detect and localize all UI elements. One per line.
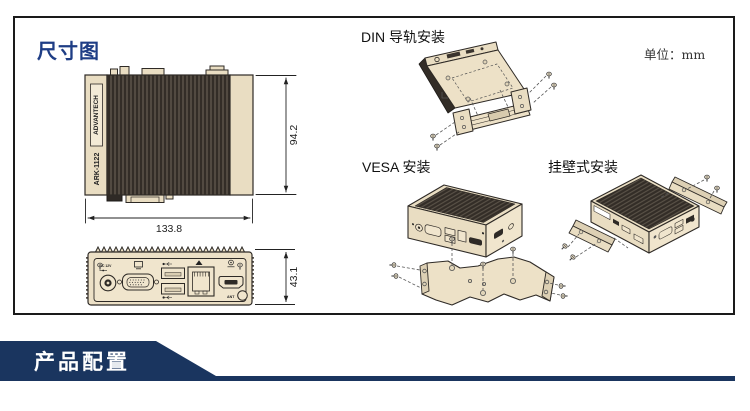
wall-mounting-label: 挂壁式安装 (548, 159, 618, 175)
din-mounting-label: DIN 导轨安装 (361, 29, 445, 45)
vesa-mounting-label: VESA 安装 (362, 159, 431, 175)
unit-label: 单位：mm (644, 47, 706, 62)
section-title-product-config: 产品配置 (34, 351, 130, 374)
section-title-dimensions: 尺寸图 (37, 41, 100, 63)
